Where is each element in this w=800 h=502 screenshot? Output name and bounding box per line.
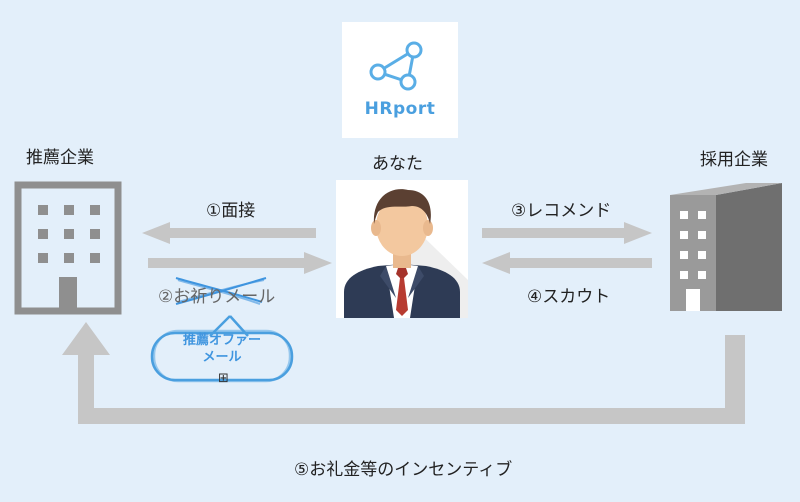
referral-company-label: 推薦企業	[26, 148, 94, 168]
scout-label: ④スカウト	[527, 287, 611, 307]
arrow-incentive	[62, 322, 745, 424]
you-label: あなた	[372, 154, 423, 174]
move-cursor-icon: ⊞	[218, 371, 229, 386]
network-icon	[369, 41, 423, 91]
arrow-recommend	[482, 222, 652, 244]
offer-bubble	[150, 315, 294, 383]
referral-company-building-icon	[14, 181, 122, 315]
incentive-label: ⑤お礼金等のインセンティブ	[294, 460, 513, 480]
logo-text: HRport	[364, 99, 436, 119]
hrport-logo: HRport	[342, 22, 458, 138]
rejection-mail-label: ②お祈りメール	[158, 287, 276, 307]
annotation-line-1: 推薦オファー	[182, 333, 261, 348]
arrow-mail	[148, 252, 332, 274]
arrow-interview	[142, 222, 316, 244]
offer-mail-annotation: 推薦オファー メール	[157, 332, 287, 366]
recommend-label: ③レコメンド	[511, 201, 612, 221]
interview-label: ①面接	[206, 201, 256, 221]
strike-marks	[175, 277, 267, 305]
annotation-line-2: メール	[202, 350, 242, 365]
arrow-scout	[482, 252, 652, 274]
hiring-company-building-icon	[670, 183, 782, 311]
you-card	[336, 180, 468, 318]
person-icon	[344, 189, 468, 318]
hiring-company-label: 採用企業	[700, 150, 768, 170]
